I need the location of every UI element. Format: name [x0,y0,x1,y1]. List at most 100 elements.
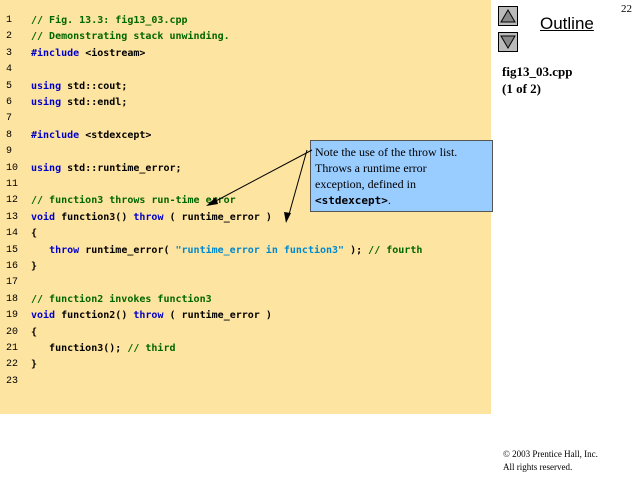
code-token: using [31,80,62,92]
code-token: function3() [55,211,134,223]
code-line: 12// function3 throws run-time error [0,193,491,209]
line-number: 2 [6,31,13,43]
code-token: "runtime_error in function3" [175,244,345,256]
line-number: 6 [6,97,13,108]
code-line: 1 // Fig. 13.3: fig13_03.cpp [0,13,491,29]
code-text: #include <stdexcept> [31,128,151,144]
line-number: 10 [6,162,19,174]
callout-code: <stdexcept> [315,194,388,207]
code-line: 7 [0,111,491,127]
code-text: using std::runtime_error; [31,161,182,177]
code-token: throw [49,244,80,256]
line-number: 4 [6,64,13,76]
line-number: 8 [6,129,13,141]
line-number: 20 [6,326,19,338]
code-token: { [31,228,38,240]
code-line: 17 [0,275,491,291]
code-text: void function2() throw ( runtime_error ) [31,308,272,324]
code-line: 9 [0,144,491,160]
triangle-down-icon [500,35,516,49]
line-number: 15 [6,244,19,256]
code-text: { [31,325,37,341]
callout-note: Note the use of the throw list. Throws a… [310,140,493,212]
copyright-line-1: © 2003 Prentice Hall, Inc. [503,449,598,459]
code-token: runtime_error( [79,244,176,256]
code-token: #include [31,129,80,141]
arrowhead-line-12 [206,197,218,206]
code-line: 4 [0,62,491,78]
code-token: function3(); [31,343,128,354]
code-line: 5 using std::cout; [0,79,491,95]
file-name: fig13_03.cpp [502,64,573,79]
outline-link[interactable]: Outline [540,14,594,33]
callout-end: . [387,193,391,207]
code-token: void [31,310,56,322]
line-number: 11 [6,179,19,190]
code-line: 20 { [0,325,491,341]
code-text: } [31,357,37,373]
code-text: function3(); // third [31,341,176,357]
code-token: void [31,211,56,223]
callout-line-3: exception, defined in [315,177,416,191]
code-token: throw [133,211,164,223]
code-token: #include [31,47,80,59]
code-token: <iostream> [79,47,146,59]
code-token: <stdexcept> [79,129,152,141]
code-token: } [31,261,38,272]
line-number: 18 [6,293,19,305]
line-number: 5 [6,80,13,92]
code-line: 10 using std::runtime_error; [0,161,491,177]
code-token: std::cout; [61,80,128,92]
code-line: 15 throw runtime_error( "runtime_error i… [0,243,491,259]
code-token: // function3 throws run-time error [31,195,236,207]
code-text: using std::cout; [31,79,127,95]
previous-slide-button[interactable] [498,6,518,26]
next-slide-button[interactable] [498,32,518,52]
code-token: std::endl; [61,97,128,108]
line-number: 3 [6,47,13,59]
code-line: 23 [0,374,491,390]
code-token: std::runtime_error; [61,162,182,174]
arrow-to-line-13 [287,149,308,219]
line-number: 16 [6,261,19,272]
code-token: } [31,359,38,371]
line-number: 13 [6,211,19,223]
line-number: 9 [6,146,13,158]
code-text: throw runtime_error( "runtime_error in f… [31,243,422,259]
code-line: 11 [0,177,491,193]
copyright-symbol: © [503,449,510,459]
code-text: // Demonstrating stack unwinding. [31,29,230,45]
callout-line-1: Note the use of the throw list. [315,145,458,159]
code-line: 14 { [0,226,491,242]
code-text: #include <iostream> [31,46,145,62]
copyright-text: 2003 Prentice Hall, Inc. [512,449,598,459]
callout-line-4: <stdexcept>. [315,192,488,209]
code-token: { [31,326,38,338]
line-number: 1 [6,15,13,26]
code-token: ( runtime_error ) [163,310,272,322]
code-line: 21 function3(); // third [0,341,491,357]
code-line: 2 // Demonstrating stack unwinding. [0,29,491,45]
code-line: 16} [0,259,491,275]
code-text: } [31,259,37,275]
line-number: 17 [6,277,19,289]
code-line: 8 #include <stdexcept> [0,128,491,144]
code-token: using [31,97,62,108]
code-token: // function2 invokes function3 [31,293,212,305]
code-line: 18 // function2 invokes function3 [0,292,491,308]
code-text: // function2 invokes function3 [31,292,212,308]
code-line: 22} [0,357,491,373]
code-line: 3 #include <iostream> [0,46,491,62]
code-token: // third [127,343,176,354]
code-token: ); [344,244,369,256]
page-number: 22 [621,3,632,15]
file-page-indicator: (1 of 2) [502,81,541,96]
line-number: 21 [6,343,19,354]
arrowhead-line-13 [284,212,291,223]
code-text: // function3 throws run-time error [31,193,236,209]
code-token: // Fig. 13.3: fig13_03.cpp [31,15,188,26]
line-number: 14 [6,228,19,240]
code-line: 6 using std::endl; [0,95,491,111]
code-text: void function3() throw ( runtime_error ) [31,210,272,226]
